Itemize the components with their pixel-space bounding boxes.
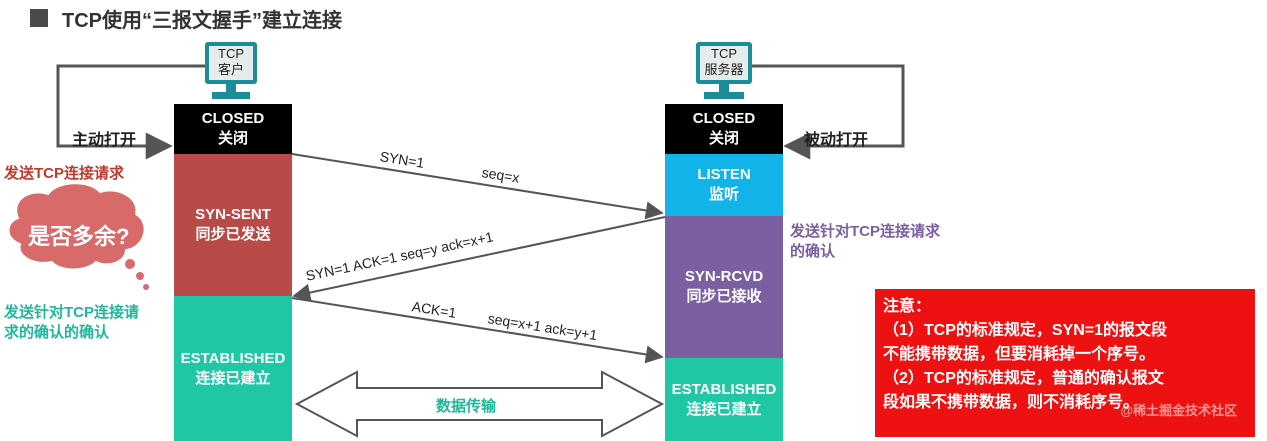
syn-ack-arrow xyxy=(292,216,666,302)
server-state-closed-en: CLOSED xyxy=(692,110,756,127)
note-line4: 段如果不携带数据，则不消耗序号。 xyxy=(883,394,1140,411)
client-label-line1: TCP xyxy=(218,46,244,61)
server-state-established-cn: 连接已建立 xyxy=(686,400,762,418)
server-state-established: ESTABLISHED 连接已建立 xyxy=(665,358,783,441)
client-label-line2: 客户 xyxy=(217,62,244,77)
server-state-established-en: ESTABLISHED xyxy=(671,380,777,398)
client-state-syn-sent-cn: 同步已发送 xyxy=(195,226,271,243)
client-state-closed-en: CLOSED xyxy=(201,110,265,127)
data-transfer-arrow xyxy=(294,370,665,438)
server-label-line1: TCP xyxy=(711,46,737,61)
page-title: TCP使用“三报文握手”建立连接 xyxy=(62,10,342,32)
client-state-established-en: ESTABLISHED xyxy=(180,349,286,367)
server-state-listen-en: LISTEN xyxy=(697,166,751,183)
title-square-icon xyxy=(30,9,48,27)
server-computer-icon xyxy=(696,42,752,99)
note-line1: （1）TCP的标准规定，SYN=1的报文段 xyxy=(883,322,1168,339)
note-title: 注意： xyxy=(883,298,932,315)
client-state-closed: CLOSED 关闭 xyxy=(174,104,292,154)
syn-arrow xyxy=(291,153,664,220)
passive-open-arrow xyxy=(752,64,905,160)
note-line2: 不能携带数据，但要消耗掉一个序号。 xyxy=(883,346,1156,363)
client-state-established: ESTABLISHED 连接已建立 xyxy=(174,296,292,441)
server-state-listen: LISTEN 监听 xyxy=(665,154,783,216)
server-state-listen-cn: 监听 xyxy=(708,186,739,203)
ack-arrow xyxy=(291,297,664,364)
send-request-label: 发送TCP连接请求 xyxy=(4,165,125,182)
speech-bubble xyxy=(7,182,149,290)
server-label-line2: 服务器 xyxy=(704,62,744,77)
active-open-arrow xyxy=(56,64,205,160)
send-ackack-label-line2: 求的确认的确认 xyxy=(4,324,110,341)
active-open-label: 主动打开 xyxy=(72,132,137,149)
server-state-syn-rcvd-cn: 同步已接收 xyxy=(686,288,762,305)
note-line3: （2）TCP的标准规定，普通的确认报文 xyxy=(883,370,1164,387)
bubble-text: 是否多余? xyxy=(28,224,130,249)
send-ack-label-line2: 的确认 xyxy=(790,243,836,260)
server-state-closed-cn: 关闭 xyxy=(708,130,739,147)
server-state-closed: CLOSED 关闭 xyxy=(665,104,783,154)
watermark: @稀土掘金技术社区 xyxy=(1120,403,1237,418)
note-box: 注意： （1）TCP的标准规定，SYN=1的报文段 不能携带数据，但要消耗掉一个… xyxy=(875,289,1255,437)
server-state-syn-rcvd-en: SYN-RCVD xyxy=(684,268,764,285)
passive-open-label: 被动打开 xyxy=(804,132,869,149)
data-transfer-label: 数据传输 xyxy=(436,398,497,415)
client-computer-icon xyxy=(205,42,257,99)
client-state-syn-sent: SYN-SENT 同步已发送 xyxy=(174,154,292,296)
send-ackack-label-line1: 发送针对TCP连接请 xyxy=(4,304,140,321)
client-state-established-cn: 连接已建立 xyxy=(195,369,271,387)
server-state-syn-rcvd: SYN-RCVD 同步已接收 xyxy=(665,216,783,358)
client-state-syn-sent-en: SYN-SENT xyxy=(195,206,271,223)
send-ack-label-line1: 发送针对TCP连接请求 xyxy=(790,223,941,240)
client-state-closed-cn: 关闭 xyxy=(217,130,248,147)
